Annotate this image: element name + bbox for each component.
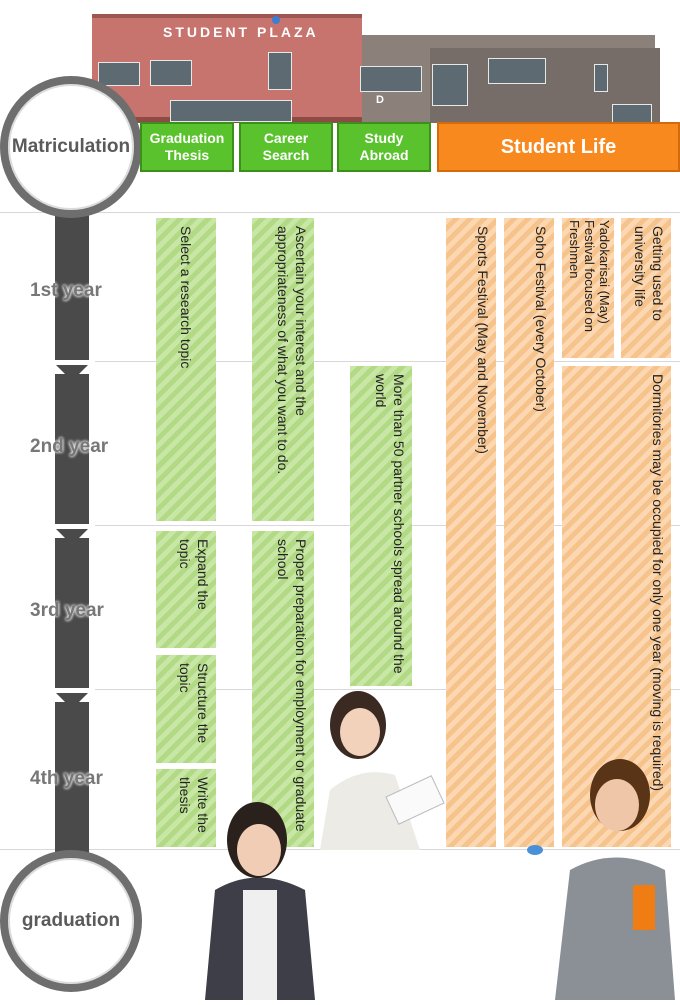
building-window <box>594 64 608 92</box>
year-label-2: 2nd year <box>30 436 109 457</box>
bar-write-thesis: Write the thesis <box>156 769 216 847</box>
matriculation-label: Matriculation <box>11 136 131 157</box>
student-photo-armband <box>525 750 680 1000</box>
bar-soho-festival: Soho Festival (every October) <box>504 218 554 847</box>
bar-soho-festival-text: Soho Festival (every October) <box>533 226 549 412</box>
row-divider <box>0 212 680 213</box>
building-window <box>268 52 292 90</box>
building-window <box>432 64 468 106</box>
graduation-circle <box>0 850 142 992</box>
building-window <box>360 66 422 92</box>
graduation-label: graduation <box>21 910 121 931</box>
row-divider <box>95 689 680 690</box>
bar-select-topic: Select a research topic <box>156 218 216 521</box>
bar-career-preparation-text: Proper preparation for employment or gra… <box>275 539 309 832</box>
bar-write-thesis-text: Write the thesis <box>177 777 211 833</box>
building-window <box>612 104 652 124</box>
header-career-search: Career Search <box>239 122 333 172</box>
matriculation-circle <box>0 76 142 218</box>
clock-icon <box>272 16 280 24</box>
building-window <box>488 58 546 84</box>
bar-career-interest-text: Ascertain your interest and the appropri… <box>275 226 309 475</box>
bar-select-topic-text: Select a research topic <box>178 226 194 369</box>
building-window <box>170 100 292 122</box>
bar-structure-topic: Structure the topic <box>156 655 216 763</box>
year-label-3: 3rd year <box>30 600 104 621</box>
bar-expand-topic-text: Expand the topic <box>177 539 211 610</box>
bar-yadokarisai-text: Yadokarisai (May) Festival focused on Fr… <box>567 220 612 333</box>
chevron-down-icon <box>56 365 88 381</box>
student-photo-jacket <box>195 795 325 1000</box>
bar-career-interest: Ascertain your interest and the appropri… <box>252 218 314 521</box>
header-graduation-thesis: Graduation Thesis <box>140 122 234 172</box>
bar-career-preparation: Proper preparation for employment or gra… <box>252 531 314 847</box>
row-divider <box>95 361 680 362</box>
header-study-abroad: Study Abroad <box>337 122 431 172</box>
bar-structure-topic-text: Structure the topic <box>177 663 211 744</box>
bar-sports-festival: Sports Festival (May and November) <box>446 218 496 847</box>
bar-yadokarisai: Yadokarisai (May) Festival focused on Fr… <box>562 218 614 358</box>
chevron-down-icon <box>56 693 88 709</box>
bar-partner-schools-text: More than 50 partner schools spread arou… <box>373 374 407 674</box>
bar-getting-used-text: Getting used to university life <box>632 226 666 321</box>
bar-expand-topic: Expand the topic <box>156 531 216 648</box>
year-label-1: 1st year <box>30 280 102 301</box>
header-student-life: Student Life <box>437 122 680 172</box>
bar-partner-schools: More than 50 partner schools spread arou… <box>350 366 412 686</box>
building-window <box>98 62 140 86</box>
chevron-down-icon <box>56 529 88 545</box>
building-sign: STUDENT PLAZA <box>163 24 319 40</box>
building-letter: D <box>376 94 384 106</box>
bar-dormitories-text: Dormitories may be occupied for only one… <box>650 374 666 792</box>
bar-sports-festival-text: Sports Festival (May and November) <box>475 226 491 454</box>
building-window <box>150 60 192 86</box>
student-photo-writing <box>300 680 450 850</box>
year-label-4: 4th year <box>30 768 103 789</box>
bar-getting-used: Getting used to university life <box>621 218 671 358</box>
